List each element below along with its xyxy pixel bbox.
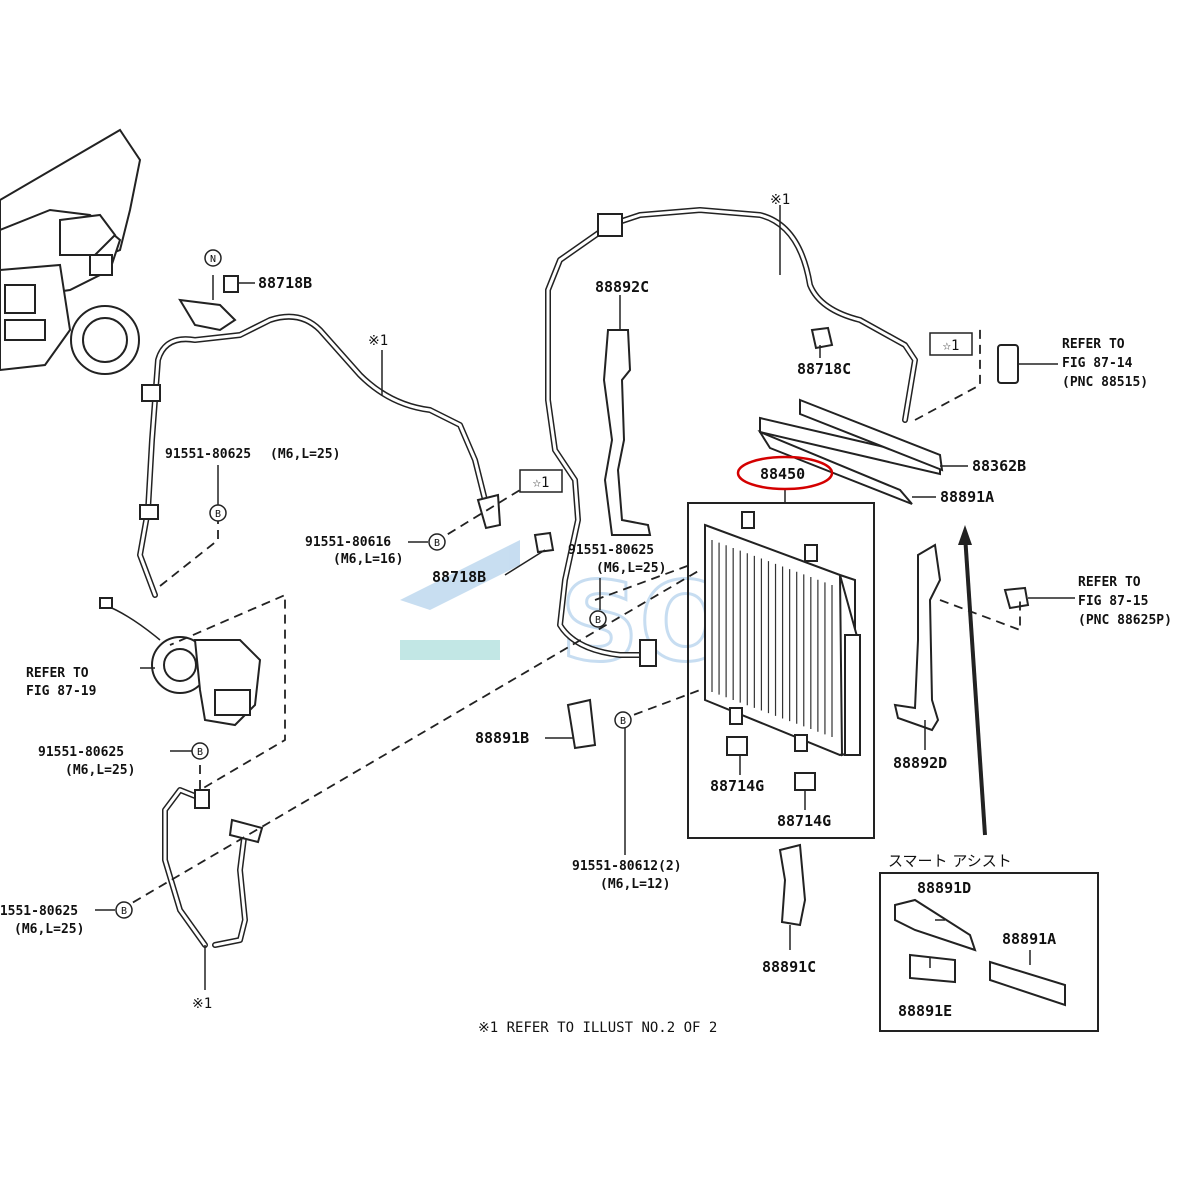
- bolt-4-code: 91551-80625: [38, 745, 124, 760]
- direction-arrow: [958, 525, 987, 836]
- seal-88362b: [757, 398, 944, 505]
- discharge-hose: [162, 787, 264, 948]
- star-ref-box-2: ☆1: [929, 332, 973, 356]
- bolt-symbol: B: [191, 742, 209, 760]
- clip-88718b-mid: [533, 531, 555, 554]
- smart-assist-inset: [879, 872, 1099, 1032]
- dashed-guides: [119, 325, 1021, 911]
- bolt-symbol: B: [115, 901, 133, 919]
- label-88714g-a: 88714G: [710, 777, 764, 795]
- bolt-symbols: B B B B B B N: [115, 249, 632, 919]
- condenser-group-box: [687, 502, 875, 839]
- svg-text:B: B: [434, 538, 440, 549]
- refer-2-line3: (PNC 88515): [1062, 375, 1148, 390]
- n-symbol: N: [204, 249, 222, 267]
- refer-3-line1: REFER TO: [1078, 575, 1141, 590]
- bracket-88891b: [566, 698, 597, 750]
- label-88891a: 88891A: [940, 488, 994, 506]
- star-ref-box-1: ☆1: [519, 469, 563, 493]
- refer-2-line1: REFER TO: [1062, 337, 1125, 352]
- bolt-symbol: B: [589, 610, 607, 628]
- note-mark-3: ※1: [192, 996, 212, 1012]
- svg-text:B: B: [595, 615, 601, 626]
- bolt-2-spec: (M6,L=16): [333, 552, 403, 567]
- highlight-oval: [736, 455, 834, 491]
- bolt-3-spec: (M6,L=25): [596, 561, 666, 576]
- label-88891b: 88891B: [475, 729, 529, 747]
- refer-3-line2: FIG 87-15: [1078, 594, 1148, 609]
- svg-text:N: N: [210, 254, 216, 265]
- clip-88718b-top: [178, 275, 239, 332]
- bolt-5-code: 91551-80625: [0, 904, 78, 919]
- bolt-symbol: B: [614, 711, 632, 729]
- svg-text:☆1: ☆1: [943, 338, 960, 354]
- leader-lines: [95, 205, 1075, 990]
- bolt-5-spec: (M6,L=25): [14, 922, 84, 937]
- liquid-tube: [545, 207, 918, 667]
- label-88891e: 88891E: [898, 1002, 952, 1020]
- bolt-2-code: 91551-80616: [305, 535, 391, 550]
- vehicle-front-illustration: [0, 128, 142, 375]
- label-88891d: 88891D: [917, 879, 971, 897]
- label-88450: 88450: [760, 465, 805, 483]
- bracket-88892c: [602, 329, 652, 536]
- refer-3-line3: (PNC 88625P): [1078, 613, 1172, 628]
- label-88718b-top: 88718B: [258, 274, 312, 292]
- label-88362b: 88362B: [972, 457, 1026, 475]
- label-88892d: 88892D: [893, 754, 947, 772]
- footnote: ※1 REFER TO ILLUST NO.2 OF 2: [478, 1020, 717, 1036]
- svg-text:B: B: [197, 747, 203, 758]
- bolt-6-code: 91551-80612(2): [572, 859, 682, 874]
- inset-title: スマート アシスト: [888, 852, 1012, 870]
- clip-88718c: [810, 326, 834, 350]
- bracket-88892d: [893, 543, 942, 732]
- refer-1-line1: REFER TO: [26, 666, 89, 681]
- label-88714g-b: 88714G: [777, 812, 831, 830]
- svg-text:B: B: [121, 906, 127, 917]
- label-88891a-inset: 88891A: [1002, 930, 1056, 948]
- label-88892c: 88892C: [595, 278, 649, 296]
- refer-2-line2: FIG 87-14: [1062, 356, 1133, 371]
- label-88718c: 88718C: [797, 360, 851, 378]
- refer-1-line2: FIG 87-19: [26, 684, 96, 699]
- bolt-symbol: B: [209, 504, 227, 522]
- label-88891c: 88891C: [762, 958, 816, 976]
- suction-hose: [137, 313, 502, 598]
- bracket-88891c: [778, 843, 807, 927]
- bolt-3-code: 91551-80625: [568, 543, 654, 558]
- bolt-symbol: B: [428, 533, 446, 551]
- label-88718b-mid: 88718B: [432, 568, 486, 586]
- bolt-1-spec: (M6,L=25): [270, 447, 340, 462]
- receiver-part: [997, 344, 1030, 610]
- condenser-88450: [687, 502, 875, 839]
- bolt-4-spec: (M6,L=25): [65, 763, 135, 778]
- note-mark-2: ※1: [368, 333, 388, 349]
- note-mark-1: ※1: [770, 192, 790, 208]
- bolt-6-spec: (M6,L=12): [600, 877, 670, 892]
- ac-compressor: [99, 597, 262, 727]
- bolt-1-code: 91551-80625: [165, 447, 251, 462]
- svg-text:B: B: [620, 716, 626, 727]
- svg-text:B: B: [215, 509, 221, 520]
- part-labels: 88718B 88892C 88718C 88450 88362B 88891A…: [0, 192, 1172, 1036]
- svg-text:☆1: ☆1: [533, 475, 550, 491]
